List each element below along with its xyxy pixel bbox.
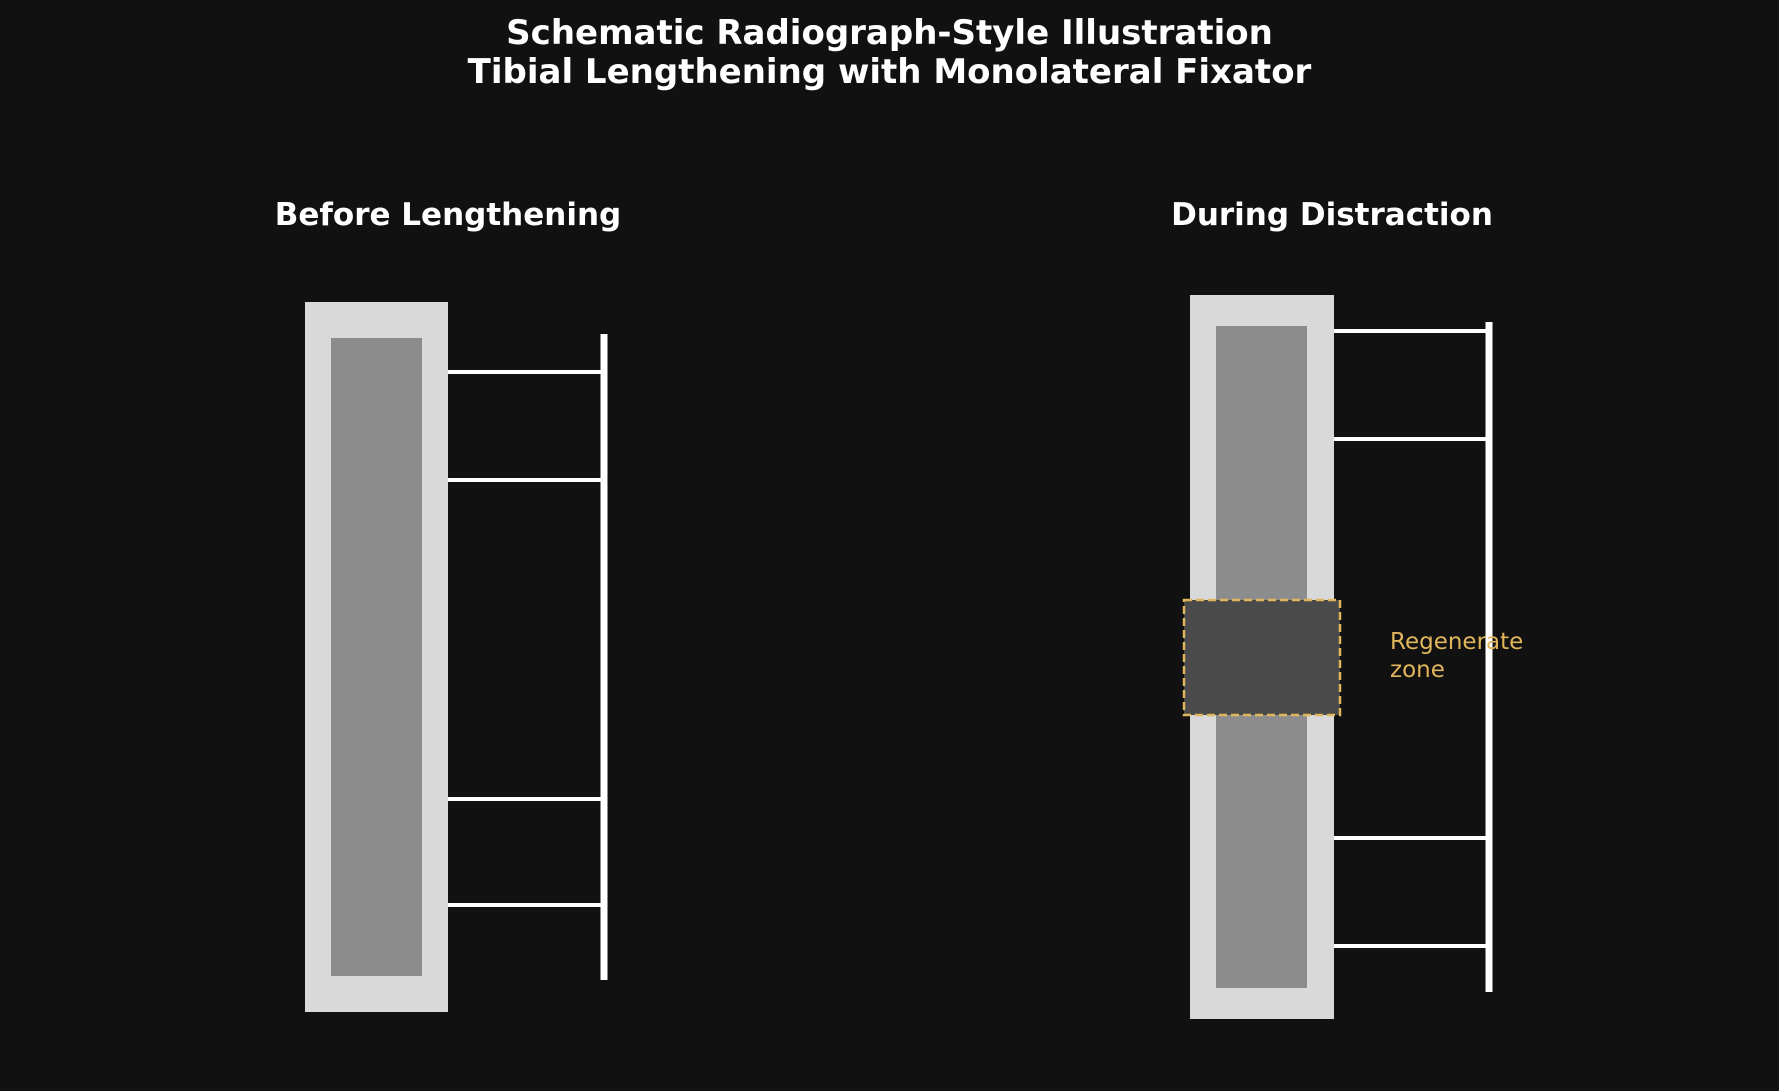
figure-title-line-2: Tibial Lengthening with Monolateral Fixa… (467, 52, 1312, 92)
tibia-medulla-proximal (1216, 326, 1307, 600)
figure-title: Schematic Radiograph-Style Illustration … (0, 14, 1779, 92)
tibia-medulla-distal (1216, 714, 1307, 988)
figure-title-line-1: Schematic Radiograph-Style Illustration (506, 13, 1273, 53)
regenerate-zone-label: Regenerate zone (1390, 629, 1524, 683)
panel-title-before: Before Lengthening (274, 197, 622, 233)
panel-during (1182, 295, 1493, 1019)
regenerate-zone (1182, 598, 1342, 717)
tibia-medulla-before (331, 338, 422, 976)
panel-title-during: During Distraction (1171, 197, 1493, 233)
panel-before (305, 302, 608, 1012)
